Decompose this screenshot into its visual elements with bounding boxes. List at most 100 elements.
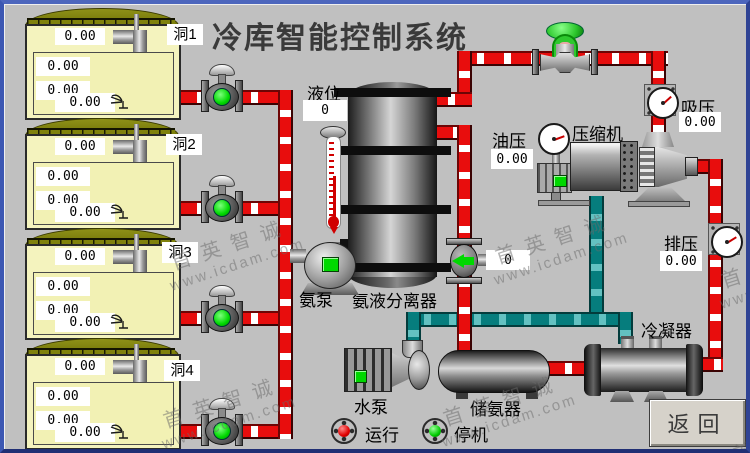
tank-1-valve[interactable] — [201, 62, 243, 116]
separator-band — [334, 205, 451, 214]
tank-2-label: 洞2 — [166, 134, 202, 155]
gauge-face — [538, 123, 570, 155]
discharge-pressure-value: 0.00 — [660, 251, 702, 271]
tank-temp-bottom: 0.00 — [55, 93, 115, 112]
gauge-hub — [725, 240, 729, 244]
separator-label: 氨液分离器 — [352, 292, 437, 311]
tank-temp-left-1: 0.00 — [36, 387, 90, 406]
waterpump-label: 水泵 — [354, 398, 388, 417]
valve-flange-bottom — [446, 277, 482, 284]
valve-open-indicator — [213, 199, 231, 217]
tank-3: 0.00 0.00 0.00 0.00 — [25, 228, 181, 340]
compressor-foot-base — [538, 200, 590, 206]
discharge-pressure-gauge — [708, 223, 743, 258]
stopped-label: 停机 — [454, 426, 488, 445]
condenser-bottom-nozzle-1 — [610, 391, 634, 402]
stopped-indicator-core — [429, 425, 441, 437]
tank-2-valve[interactable] — [201, 173, 243, 227]
separator-band — [334, 263, 451, 272]
compressor-bolt-band — [620, 141, 638, 192]
tank-2: 0.00 0.00 0.00 0.00 — [25, 118, 181, 230]
condenser-label: 冷凝器 — [641, 322, 692, 341]
tank-4-valve[interactable] — [201, 396, 243, 450]
tank-pipe-stem — [134, 234, 139, 252]
gauge-hub — [552, 137, 556, 141]
tank-pipe-stem — [134, 14, 139, 32]
running-indicator — [331, 418, 357, 444]
level-gauge-ticks — [329, 142, 334, 218]
compressor-label: 压缩机 — [572, 125, 623, 144]
compressor-outlet-nozzle — [685, 157, 698, 176]
level-value: 0 — [303, 100, 347, 121]
discharge-pressure-label: 排压 — [664, 235, 698, 254]
compressor-stand — [633, 187, 687, 203]
waterpump-status — [354, 370, 367, 383]
tank-temp-top: 0.00 — [55, 28, 105, 45]
tank-temp-bottom: 0.00 — [55, 203, 115, 222]
tank-temp-bottom: 0.00 — [55, 423, 115, 442]
waterpump-cone — [392, 353, 412, 387]
regulator-flange-left — [532, 49, 539, 75]
pipe-teal-waterpump-drop — [406, 312, 421, 348]
stopped-indicator — [422, 418, 448, 444]
condenser-bottom-nozzle-2 — [644, 391, 668, 402]
receiver-label: 储氨器 — [470, 400, 521, 419]
tank-1-label: 洞1 — [167, 24, 203, 45]
valve-open-indicator — [213, 88, 231, 106]
oil-gauge-stem — [552, 148, 560, 166]
level-gauge-column — [332, 176, 336, 221]
oil-pressure-gauge — [536, 121, 570, 155]
sprinkler-icon — [110, 94, 128, 109]
tank-temp-top: 0.00 — [55, 248, 105, 265]
ammonia-pump-status — [322, 257, 339, 272]
liquid-valve-connector — [478, 254, 488, 266]
separator-vessel — [348, 95, 437, 277]
oil-pressure-label: 油压 — [492, 132, 526, 151]
tank-temp-top: 0.00 — [55, 358, 105, 375]
liquid-valve[interactable] — [444, 236, 484, 286]
waterpump-hub — [408, 350, 430, 390]
level-label: 液位 — [307, 85, 341, 104]
condenser-cap-right — [686, 344, 703, 396]
suction-pressure-gauge — [644, 84, 679, 119]
sprinkler-icon — [110, 314, 128, 329]
running-indicator-core — [338, 425, 350, 437]
level-gauge-tip — [330, 227, 338, 234]
tank-temp-top: 0.00 — [55, 138, 105, 155]
valve-flow-arrow — [452, 254, 464, 268]
waterpump-motor[interactable] — [344, 348, 392, 392]
tank-temp-left-1: 0.00 — [36, 57, 90, 76]
liquid-valve-value: 0 — [486, 250, 530, 270]
level-gauge-bulb — [328, 216, 339, 228]
suction-pressure-value: 0.00 — [679, 112, 721, 132]
tank-temp-bottom: 0.00 — [55, 313, 115, 332]
ammonia-pump-body[interactable] — [304, 242, 356, 289]
back-button[interactable]: 返回 — [649, 399, 746, 447]
tank-temp-left-1: 0.00 — [36, 277, 90, 296]
separator-band — [334, 88, 451, 97]
oil-pressure-value: 0.00 — [491, 149, 533, 169]
receiver-vessel — [438, 350, 550, 393]
regulator-valve[interactable] — [532, 18, 598, 75]
tank-3-valve[interactable] — [201, 283, 243, 337]
running-label: 运行 — [365, 426, 399, 445]
separator-band — [334, 146, 451, 155]
tank-4-label: 洞4 — [164, 360, 200, 381]
pump-suction-stub — [290, 249, 306, 263]
compressor-inlet-flange — [642, 132, 674, 147]
valve-open-indicator — [213, 309, 231, 327]
tank-pipe-stem — [134, 344, 139, 362]
regulator-flange-right — [591, 49, 598, 75]
condenser-top-nozzle-1 — [621, 336, 634, 351]
compressor-stand-base — [628, 201, 690, 207]
tank-temp-left-1: 0.00 — [36, 167, 90, 186]
gauge-hub — [661, 101, 665, 105]
pipe-teal-main — [406, 312, 633, 327]
pipe-teal-compressor-drop — [589, 196, 604, 320]
page-title: 冷库智能控制系统 — [212, 22, 468, 55]
receiver-leg-1 — [456, 391, 468, 399]
tank-4: 0.00 0.00 0.00 0.00 — [25, 338, 181, 450]
compressor-cone — [655, 146, 687, 188]
ammonia-pump-base — [301, 283, 359, 295]
